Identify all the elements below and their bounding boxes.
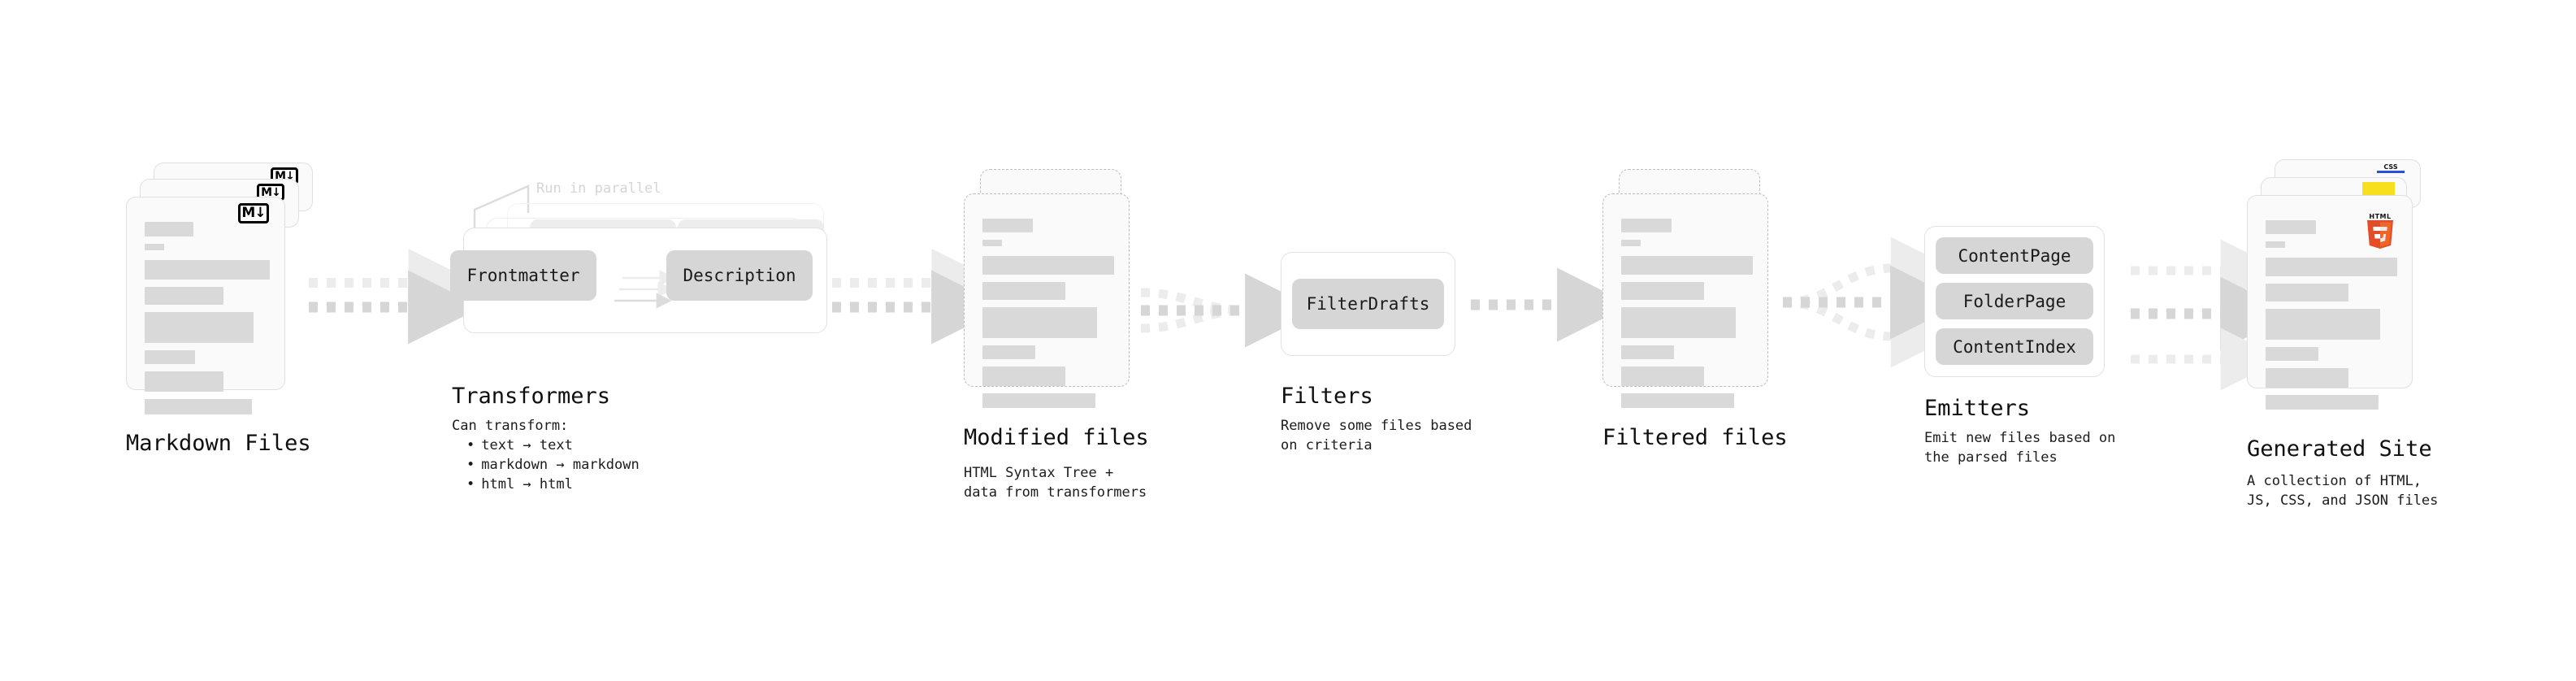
emitters-caption: Emit new files based on the parsed files bbox=[1924, 430, 2116, 466]
filter-pill-filterdrafts[interactable]: FilterDrafts bbox=[1292, 279, 1444, 329]
markdown-card-front bbox=[126, 197, 285, 414]
markdown-icon-letter-front: M bbox=[241, 205, 255, 221]
arrow-emitters-to-site bbox=[2131, 239, 2295, 391]
arrow-modified-to-filters bbox=[1140, 273, 1320, 348]
emitters-group: ContentPage FolderPage ContentIndex bbox=[1924, 226, 2111, 388]
arrow-filters-to-filtered bbox=[1471, 267, 1632, 342]
markdown-icon-letter-b1: M bbox=[261, 185, 272, 199]
generated-site-stack: CSS HTML bbox=[2247, 159, 2434, 427]
transformers-bullets: text → text markdown → markdown html → h… bbox=[452, 436, 640, 494]
transformers-title: Transformers bbox=[452, 384, 611, 409]
emitter-pill-folderpage[interactable]: FolderPage bbox=[1936, 283, 2093, 319]
transformer-pill-frontmatter[interactable]: Frontmatter bbox=[450, 250, 596, 301]
markdown-files-stack: M↓ M↓ M↓ bbox=[126, 163, 313, 423]
filtered-files-stack bbox=[1602, 169, 1773, 429]
arrow-markdown-to-transformers bbox=[309, 249, 483, 345]
transformers-internal-arrows bbox=[614, 270, 675, 309]
generated-placeholder-lines bbox=[2266, 220, 2397, 417]
markdown-placeholder-lines bbox=[145, 222, 270, 422]
emitters-title: Emitters bbox=[1924, 396, 2031, 421]
transformers-group: Run in parallel Frontmatter Description bbox=[450, 180, 834, 362]
css3-icon-label: CSS bbox=[2383, 163, 2398, 171]
generated-site-title: Generated Site bbox=[2247, 436, 2432, 462]
generated-site-caption: A collection of HTML, JS, CSS, and JSON … bbox=[2247, 473, 2439, 509]
filtered-placeholder-lines bbox=[1621, 219, 1753, 415]
emitter-pill-contentindex[interactable]: ContentIndex bbox=[1936, 328, 2093, 365]
html5-icon-wordmark: HTML bbox=[2369, 213, 2392, 220]
html5-icon-shield bbox=[2367, 220, 2393, 249]
transformers-bullet-0: text → text bbox=[466, 436, 640, 455]
filters-caption: Remove some files based on criteria bbox=[1281, 418, 1472, 453]
arrow-filtered-to-emitters bbox=[1782, 236, 1965, 368]
transformers-caption: Can transform: bbox=[452, 418, 569, 434]
modified-files-stack bbox=[964, 169, 1134, 429]
css3-icon-bar bbox=[2377, 171, 2405, 173]
filtered-card-front bbox=[1602, 193, 1768, 408]
modified-card-front bbox=[964, 193, 1130, 408]
run-in-parallel-label: Run in parallel bbox=[536, 180, 661, 197]
markdown-files-title: Markdown Files bbox=[126, 431, 311, 456]
modified-placeholder-lines bbox=[982, 219, 1114, 415]
arrow-transformers-to-modified bbox=[832, 249, 1006, 345]
modified-files-caption: HTML Syntax Tree + data from transformer… bbox=[964, 465, 1147, 501]
emitter-pill-contentpage[interactable]: ContentPage bbox=[1936, 237, 2093, 274]
transformers-bullet-1: markdown → markdown bbox=[466, 455, 639, 475]
markdown-icon: M↓ bbox=[238, 203, 269, 223]
transformer-pill-description[interactable]: Description bbox=[666, 250, 813, 301]
css3-icon: CSS bbox=[2377, 163, 2405, 176]
modified-files-title: Modified files bbox=[964, 425, 1149, 450]
transformers-bullet-2: html → html bbox=[466, 475, 640, 494]
html5-icon: HTML bbox=[2364, 213, 2396, 250]
filters-title: Filters bbox=[1281, 384, 1373, 409]
filtered-files-title: Filtered files bbox=[1602, 425, 1788, 450]
filters-group: FilterDrafts bbox=[1281, 252, 1459, 366]
